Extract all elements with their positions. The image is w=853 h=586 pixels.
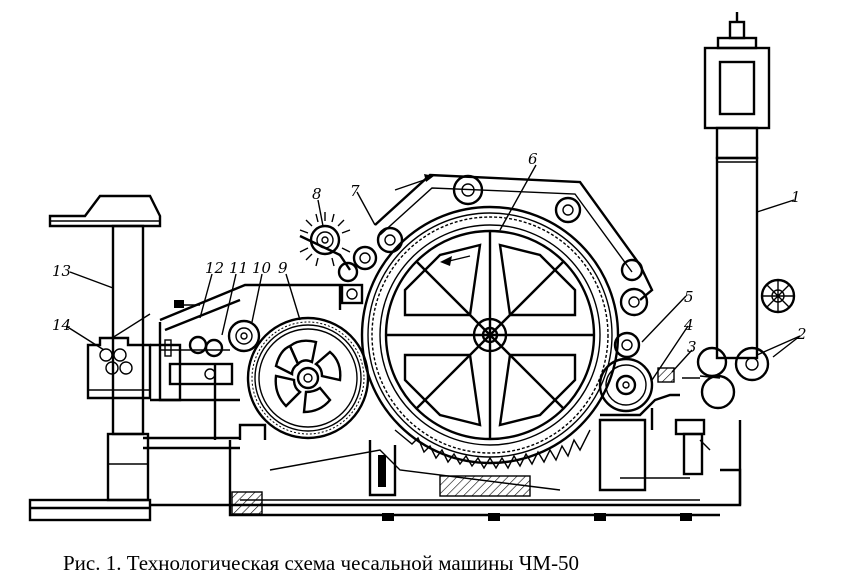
label-5: 5 xyxy=(684,288,694,306)
lap-stand xyxy=(48,194,240,502)
callout-leaders xyxy=(65,164,801,381)
label-14: 14 xyxy=(52,316,71,334)
label-9: 9 xyxy=(278,259,288,277)
calender-rolls xyxy=(682,346,770,410)
label-7: 7 xyxy=(350,182,360,200)
floor-bolts xyxy=(382,513,692,521)
label-10: 10 xyxy=(252,259,272,277)
licker-in-windows xyxy=(274,339,342,414)
label-1: 1 xyxy=(791,188,801,206)
label-2: 2 xyxy=(796,325,807,343)
label-6: 6 xyxy=(528,150,538,168)
licker-in-drum xyxy=(246,316,370,440)
label-12: 12 xyxy=(205,259,224,277)
figure-caption: Рис. 1. Технологическая схема чесальной … xyxy=(63,551,580,575)
label-13: 13 xyxy=(52,262,71,280)
cylinder-spokes xyxy=(386,231,594,439)
main-cylinder xyxy=(360,205,620,465)
machine-base-frame xyxy=(28,418,742,522)
feed-mechanism-frame xyxy=(158,283,342,440)
label-4: 4 xyxy=(683,316,694,334)
callout-labels: 1 2 3 4 5 6 7 8 9 10 11 12 13 14 xyxy=(52,150,807,356)
flat-stripping-brush xyxy=(299,212,351,271)
label-3: 3 xyxy=(687,338,697,356)
cylinder-windows xyxy=(403,243,577,427)
label-11: 11 xyxy=(229,259,248,277)
lap-roller-unit xyxy=(86,313,182,402)
flats-chain xyxy=(337,173,654,317)
under-casing-teeth xyxy=(394,429,591,470)
coiler-base xyxy=(674,418,742,505)
doffer-assembly xyxy=(598,331,680,430)
coiler-column xyxy=(703,12,796,360)
label-8: 8 xyxy=(312,185,322,203)
